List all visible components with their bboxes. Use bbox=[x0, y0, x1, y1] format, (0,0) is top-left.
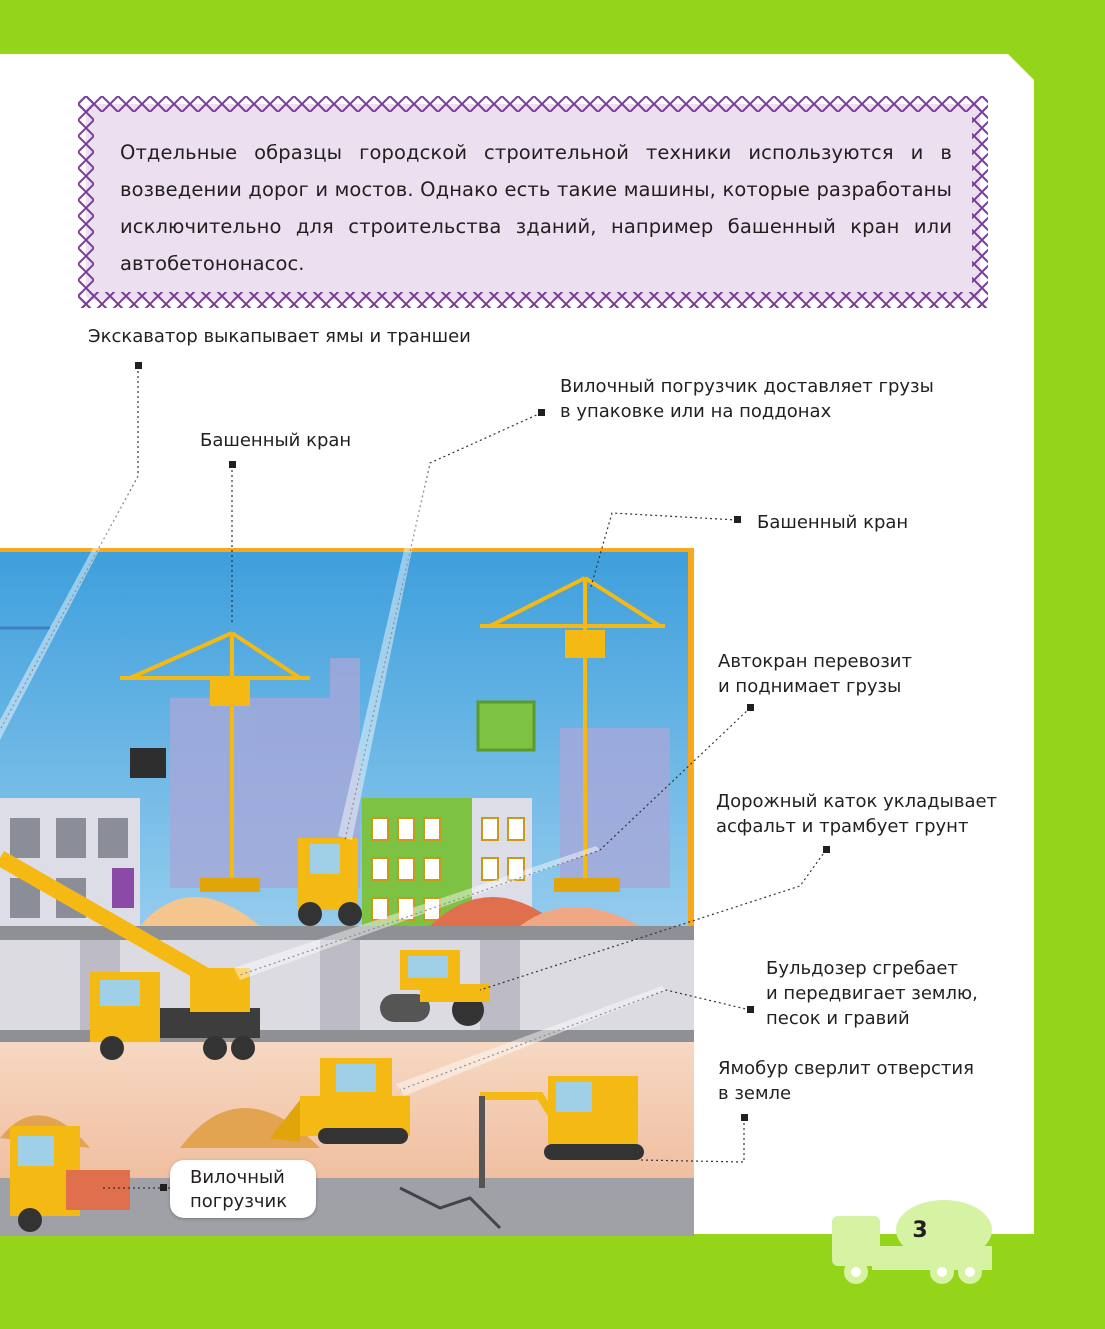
callout-bulldozer: Бульдозер сгребает и передвигает землю, … bbox=[766, 958, 978, 1029]
callout-excavator: Экскаватор выкапывает ямы и траншеи bbox=[88, 326, 471, 347]
cement-mixer-icon bbox=[832, 1200, 992, 1284]
callout-truck-crane: Автокран перевозит и поднимает грузы bbox=[718, 651, 912, 697]
intro-paragraph: Отдельные образцы городской строительной… bbox=[120, 141, 952, 275]
intro-zigzag-border bbox=[78, 96, 988, 308]
callout-tower-crane-left: Башенный кран bbox=[200, 430, 352, 451]
callout-road-roller: Дорожный каток укладывает асфальт и трам… bbox=[716, 791, 998, 837]
callout-tower-crane-right: Башенный кран bbox=[757, 512, 909, 533]
forklift-bubble-text: Вилочный погрузчик bbox=[190, 1167, 288, 1212]
intro-box bbox=[86, 104, 980, 300]
construction-scene-illustration bbox=[0, 548, 694, 1236]
callout-auger: Ямобур сверлит отверстия в земле bbox=[718, 1058, 974, 1104]
callout-forklift-top: Вилочный погрузчик доставляет грузы в уп… bbox=[560, 376, 934, 422]
forklift-label-bubble bbox=[170, 1160, 316, 1218]
page-number: 3 bbox=[912, 1218, 928, 1243]
